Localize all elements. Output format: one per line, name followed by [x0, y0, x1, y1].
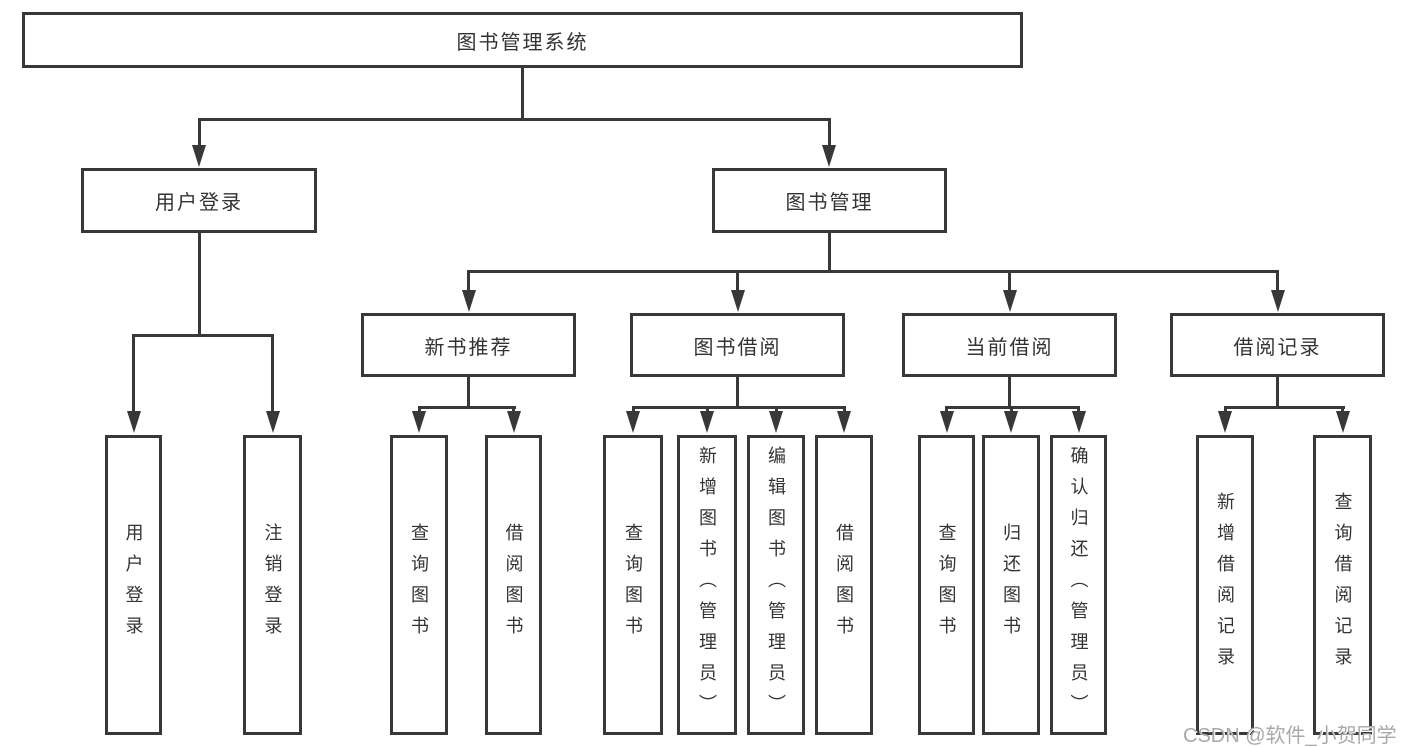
- leaf-add-book-admin: 新增图书（管理员）: [677, 435, 737, 735]
- arrow-to-leaf-add-borrow-record: [1218, 407, 1232, 433]
- connector-level2-rail: [467, 270, 1279, 273]
- leaf-add-borrow-record: 新增借阅记录: [1196, 435, 1254, 735]
- leaf-label: 新增借阅记录: [1215, 492, 1235, 678]
- connector-bookmgmt-drop: [827, 231, 831, 273]
- node-library-management-system: 图书管理系统: [22, 12, 1023, 68]
- node-book-management: 图书管理: [712, 168, 947, 233]
- arrow-to-book-borrowing: [730, 271, 745, 312]
- leaf-query-borrow-record: 查询借阅记录: [1313, 435, 1372, 735]
- arrow-to-new-book-recommendation: [461, 271, 476, 312]
- leaf-label: 查询图书: [623, 523, 643, 647]
- arrow-to-user-login: [192, 119, 206, 167]
- leaf-query-books-borrowing: 查询图书: [603, 435, 663, 735]
- node-user-login: 用户登录: [81, 168, 317, 233]
- leaf-borrow-books-borrowing: 借阅图书: [815, 435, 873, 735]
- node-label: 新书推荐: [424, 336, 513, 359]
- leaf-confirm-return-admin: 确认归还（管理员）: [1050, 435, 1107, 735]
- arrow-to-leaf-edit-book: [769, 407, 783, 433]
- connector-userlogin-drop: [197, 231, 201, 337]
- leaf-label: 用户登录: [123, 523, 144, 647]
- node-borrowing-records: 借阅记录: [1170, 313, 1385, 377]
- connector-current-rail: [945, 406, 1080, 409]
- leaf-label: 编辑图书（管理员）: [766, 445, 786, 725]
- arrow-to-leaf-add-book: [700, 407, 714, 433]
- leaf-edit-book-admin: 编辑图书（管理员）: [747, 435, 805, 735]
- node-book-borrowing: 图书借阅: [630, 313, 845, 377]
- arrow-to-leaf-user-login: [126, 335, 141, 433]
- leaf-label: 确认归还（管理员）: [1068, 445, 1089, 725]
- leaf-return-books: 归还图书: [982, 435, 1040, 735]
- arrow-to-leaf-confirm-return: [1071, 407, 1086, 433]
- leaf-label: 查询图书: [409, 523, 429, 647]
- leaf-user-login: 用户登录: [105, 435, 162, 735]
- connector-recommend-rail: [417, 406, 516, 409]
- arrow-to-leaf-return-books: [1004, 407, 1018, 433]
- connector-borrowing-drop: [736, 375, 739, 409]
- arrow-to-leaf-query-books-recommend: [412, 407, 426, 433]
- node-label: 图书借阅: [693, 336, 782, 359]
- node-current-borrowing: 当前借阅: [902, 313, 1117, 377]
- leaf-borrow-books-recommend: 借阅图书: [485, 435, 542, 735]
- node-new-book-recommendation: 新书推荐: [361, 313, 576, 377]
- connector-borrowing-rail: [631, 406, 846, 409]
- node-label: 当前借阅: [965, 336, 1054, 359]
- arrow-to-book-management: [822, 119, 836, 167]
- connector-current-drop: [1008, 375, 1011, 409]
- connector-records-rail: [1223, 406, 1345, 409]
- node-label: 图书管理: [785, 192, 874, 214]
- connector-root-drop: [520, 66, 524, 121]
- arrow-to-current-borrowing: [1002, 271, 1017, 312]
- arrow-to-leaf-query-borrow-record: [1335, 407, 1350, 433]
- connector-recommend-drop: [467, 375, 470, 409]
- csdn-watermark: CSDN @软件_小贺同学: [1183, 725, 1397, 747]
- leaf-logout: 注销登录: [243, 435, 302, 735]
- leaf-query-books-recommend: 查询图书: [390, 435, 448, 735]
- leaf-label: 借阅图书: [834, 523, 854, 647]
- connector-userlogin-rail: [132, 334, 274, 337]
- leaf-label: 归还图书: [1001, 523, 1021, 647]
- node-label: 借阅记录: [1233, 336, 1322, 359]
- connector-level1-rail: [197, 118, 831, 121]
- leaf-label: 查询图书: [936, 523, 957, 647]
- connector-records-drop: [1276, 375, 1279, 409]
- leaf-label: 借阅图书: [503, 523, 524, 647]
- node-label: 用户登录: [155, 192, 243, 214]
- leaf-label: 注销登录: [262, 523, 283, 647]
- arrow-to-leaf-query-books-borrowing: [626, 407, 640, 433]
- arrow-to-leaf-query-books-current: [939, 407, 954, 433]
- leaf-label: 查询借阅记录: [1332, 492, 1353, 678]
- arrow-to-borrowing-records: [1270, 271, 1285, 312]
- arrow-to-leaf-borrow-books-recommend: [506, 407, 521, 433]
- leaf-label: 新增图书（管理员）: [697, 445, 717, 725]
- arrow-to-leaf-borrow-books-borrowing: [837, 407, 851, 433]
- arrow-to-leaf-logout: [265, 335, 280, 433]
- leaf-query-books-current: 查询图书: [918, 435, 975, 735]
- node-label: 图书管理系统: [456, 31, 589, 54]
